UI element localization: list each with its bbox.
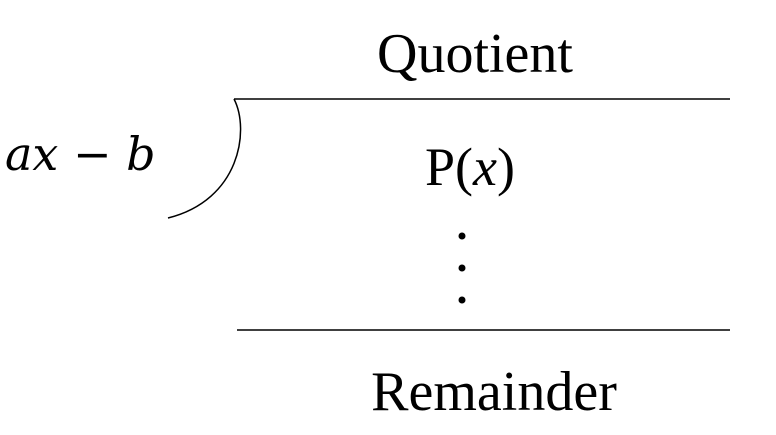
divisor-label: ax − b [5,127,156,181]
ellipsis-dot [458,232,466,240]
vertical-ellipsis [458,232,466,304]
dividend-suffix: ) [497,137,515,197]
dividend-prefix: P( [425,137,473,197]
ellipsis-dot [458,296,466,304]
division-bracket [167,98,242,219]
dividend-label: P(x) [425,137,515,197]
ellipsis-dot [458,264,466,272]
remainder-label: Remainder [371,361,617,423]
quotient-label: Quotient [377,23,573,85]
dividend-variable: x [472,137,497,197]
